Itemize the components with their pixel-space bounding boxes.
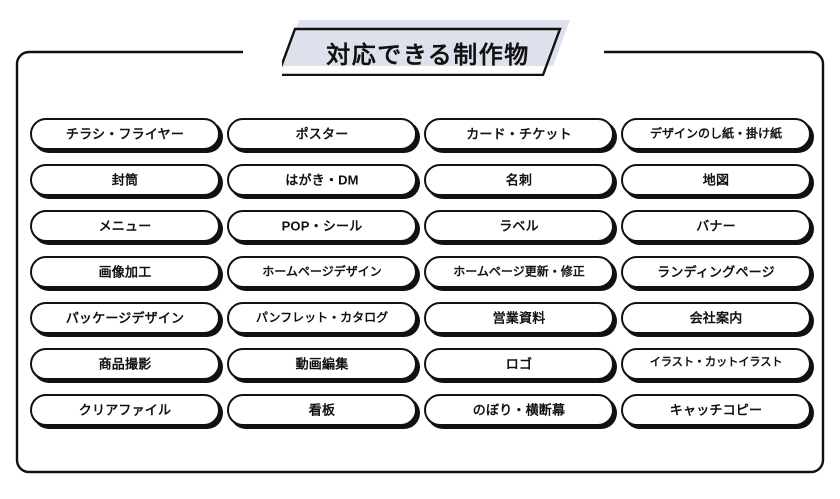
product-pill-label: ロゴ [505,356,533,371]
product-pill[interactable]: パンフレット・カタログ [227,302,417,334]
product-pill[interactable]: ポスター [227,118,417,150]
product-pill[interactable]: ホームページ更新・修正 [424,256,614,288]
product-pill-label: 動画編集 [295,356,349,371]
product-pill[interactable]: はがき・DM [227,164,417,196]
product-pill[interactable]: POP・シール [227,210,417,242]
product-pill[interactable]: 看板 [227,394,417,426]
product-pill[interactable]: 名刺 [424,164,614,196]
product-pill-label: チラシ・フライヤー [65,126,185,141]
product-pill[interactable]: デザインのし紙・掛け紙 [621,118,811,150]
product-pill[interactable]: バナー [621,210,811,242]
product-pill[interactable]: ランディングページ [621,256,811,288]
product-pill-label: 会社案内 [689,310,743,325]
product-pill[interactable]: 営業資料 [424,302,614,334]
title-banner: 対応できる制作物 [282,20,570,76]
product-pill[interactable]: のぼり・横断幕 [424,394,614,426]
banner-fill-shape [282,20,570,66]
banner-outline-shape [282,27,562,76]
product-pill-label: ホームページ更新・修正 [453,264,585,279]
product-pill[interactable]: ラベル [424,210,614,242]
product-pill-label: ランディングページ [657,264,775,279]
product-pill[interactable]: カード・チケット [424,118,614,150]
product-pill-label: 画像加工 [98,264,152,279]
product-pill-label: パンフレット・カタログ [255,310,389,325]
product-pill[interactable]: チラシ・フライヤー [30,118,220,150]
product-pill-label: デザインのし紙・掛け紙 [649,126,782,141]
product-pill-label: キャッチコピー [669,402,763,417]
product-pill-label: クリアファイル [78,402,172,417]
product-pill[interactable]: クリアファイル [30,394,220,426]
product-pill[interactable]: ホームページデザイン [227,256,417,288]
product-pill-label: パッケージデザイン [65,310,185,325]
product-pill-label: 名刺 [505,172,533,187]
product-grid: チラシ・フライヤー ポスター カード・チケット デザインのし紙・掛け紙封筒 はがき・DM… [30,118,812,426]
product-pill[interactable]: 商品撮影 [30,348,220,380]
product-pill-label: はがき・DM [285,172,359,187]
product-pill-label: 商品撮影 [98,356,152,371]
product-pill-label: ラベル [499,218,539,233]
product-pill-label: 封筒 [111,172,139,187]
product-pill-label: イラスト・カットイラスト [649,356,783,369]
product-pill[interactable]: 動画編集 [227,348,417,380]
product-pill[interactable]: キャッチコピー [621,394,811,426]
product-pill[interactable]: パッケージデザイン [30,302,220,334]
product-pill[interactable]: メニュー [30,210,220,242]
product-pill-label: メニュー [98,218,152,233]
product-pill[interactable]: ロゴ [424,348,614,380]
page-title: 対応できる制作物 [326,41,530,69]
product-pill-label: カード・チケット [466,126,572,141]
product-pill[interactable]: 封筒 [30,164,220,196]
product-pill-label: POP・シール [281,218,363,233]
product-pill-label: ポスター [295,126,349,141]
product-pill[interactable]: 画像加工 [30,256,220,288]
product-pill[interactable]: イラスト・カットイラスト [621,348,811,380]
product-pill-label: のぼり・横断幕 [472,402,566,417]
product-pill-label: 営業資料 [492,310,546,325]
product-pill-label: 地図 [702,172,730,187]
product-pill[interactable]: 会社案内 [621,302,811,334]
product-pill-label: バナー [696,218,736,233]
product-pill[interactable]: 地図 [621,164,811,196]
product-pill-label: 看板 [308,402,336,417]
product-pill-label: ホームページデザイン [262,264,382,279]
